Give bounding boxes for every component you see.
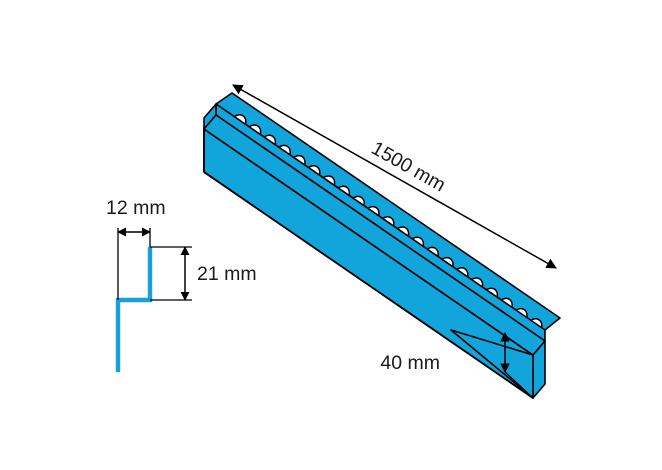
dimension-width-label: 12 mm	[106, 197, 166, 219]
dimension-depth: 40 mm	[380, 332, 534, 399]
profile-section-line	[115, 247, 153, 372]
dimension-height: 21 mm	[150, 246, 257, 301]
dimension-length-line	[232, 84, 557, 269]
bottom-return-lip	[450, 329, 534, 399]
dimension-length-label: 1500 mm	[368, 137, 450, 196]
dimension-depth-label: 40 mm	[380, 352, 440, 374]
dimension-width: 12 mm	[106, 197, 166, 300]
cross-section-view: 12 mm 21 mm	[106, 197, 257, 372]
dimension-height-label: 21 mm	[197, 263, 257, 285]
dimension-depth-ext-lower	[504, 371, 534, 399]
